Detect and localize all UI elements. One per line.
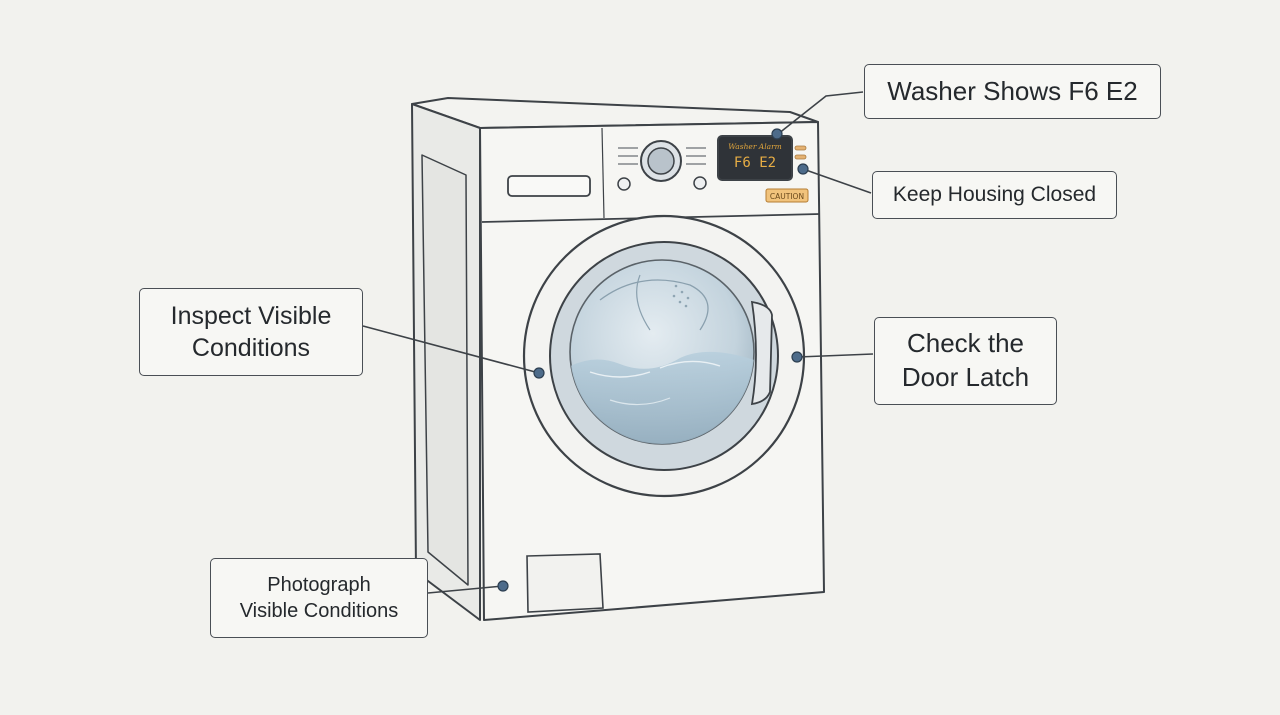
callout-inspect-visible-conditions: Inspect Visible Conditions <box>139 288 363 376</box>
filter-access-panel <box>526 553 604 613</box>
marker-housing <box>797 163 809 175</box>
marker-inspect <box>533 367 545 379</box>
leader-lines <box>362 91 874 594</box>
display-code: F6 E2 <box>734 155 776 171</box>
panel-button-right <box>693 176 707 190</box>
callout-inspect-text: Inspect Visible Conditions <box>170 301 332 363</box>
door-latch <box>750 300 773 406</box>
caution-text: CAUTION <box>770 192 804 201</box>
marker-latch <box>791 351 803 363</box>
washer-door <box>522 214 806 498</box>
marker-display <box>771 128 783 140</box>
panel-button-left <box>617 177 631 191</box>
error-display: Washer Alarm F6 E2 <box>717 135 793 181</box>
marker-photo <box>497 580 509 592</box>
callout-markers <box>497 128 809 592</box>
callout-door-latch-text: Check the Door Latch <box>901 328 1030 392</box>
callout-keep-housing-text: Keep Housing Closed <box>892 183 1097 207</box>
callout-photograph-text: Photograph Visible Conditions <box>239 574 399 622</box>
callout-washer-shows-code: Washer Shows F6 E2 <box>864 64 1161 119</box>
callout-keep-housing-closed: Keep Housing Closed <box>872 171 1117 219</box>
display-header: Washer Alarm <box>728 142 782 151</box>
panel-vent-lines <box>618 147 706 165</box>
callout-photograph-conditions: Photograph Visible Conditions <box>210 558 428 638</box>
callout-washer-shows-text: Washer Shows F6 E2 <box>887 75 1138 106</box>
caution-label: CAUTION <box>765 188 809 203</box>
program-dial <box>640 140 682 182</box>
callout-check-door-latch: Check the Door Latch <box>874 317 1057 405</box>
indicator-lights <box>794 145 807 160</box>
detergent-drawer <box>507 175 591 197</box>
